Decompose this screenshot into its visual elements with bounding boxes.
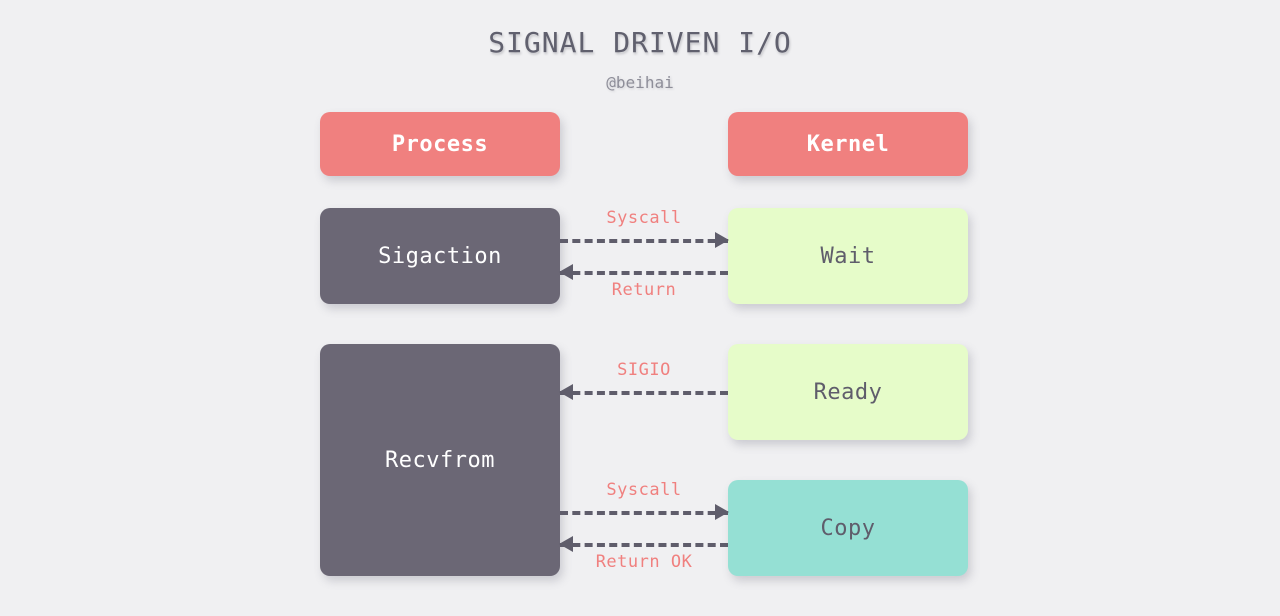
arrow-sigio-ready [559, 384, 728, 400]
arrow-label-syscall-recvfrom: Syscall [606, 480, 682, 500]
kernel-box-ready: Ready [728, 344, 968, 440]
arrow-label-sigio: SIGIO [617, 360, 671, 380]
kernel-box-wait: Wait [728, 208, 968, 304]
arrow-line [560, 543, 728, 547]
arrow-line [560, 511, 728, 515]
process-column-header: Process [320, 112, 560, 176]
arrow-return-ok-copy [559, 536, 728, 552]
arrow-label-return-ok: Return OK [595, 552, 693, 572]
process-box-sigaction: Sigaction [320, 208, 560, 304]
arrowhead-right-icon [715, 232, 729, 248]
arrow-syscall-recvfrom [560, 504, 729, 520]
arrow-return-wait [559, 264, 728, 280]
arrowhead-left-icon [559, 264, 573, 280]
process-box-recvfrom: Recvfrom [320, 344, 560, 576]
page-title: SIGNAL DRIVEN I/O [488, 26, 792, 59]
arrowhead-left-icon [559, 384, 573, 400]
arrow-syscall-sigaction [560, 232, 729, 248]
arrow-line [560, 271, 728, 275]
arrow-line [560, 239, 728, 243]
kernel-column-header: Kernel [728, 112, 968, 176]
arrow-label-return-wait: Return [611, 280, 677, 300]
kernel-box-copy: Copy [728, 480, 968, 576]
arrow-line [560, 391, 728, 395]
arrow-label-syscall-sigaction: Syscall [606, 208, 682, 228]
page-subtitle: @beihai [606, 73, 674, 92]
arrowhead-left-icon [559, 536, 573, 552]
arrowhead-right-icon [715, 504, 729, 520]
